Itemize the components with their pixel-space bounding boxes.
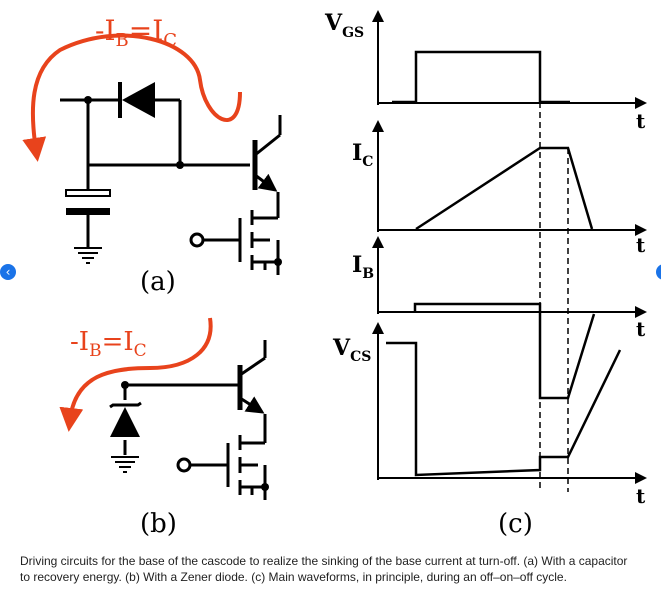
- node-a1: [84, 96, 92, 104]
- node-b2: [261, 483, 269, 491]
- cascode-figure: -IB=IC: [22, 10, 647, 539]
- diode-icon: [118, 82, 155, 118]
- signal-label-vgs: VGS: [324, 10, 364, 41]
- time-label-ic: t: [636, 233, 646, 257]
- ground-icon-b: [111, 456, 139, 473]
- bjt-transistor-icon-a: [252, 115, 282, 210]
- node-b1: [121, 381, 129, 389]
- node-a2: [176, 161, 184, 169]
- current-eq-a: -IB=IC: [95, 14, 177, 51]
- ground-icon-a: [74, 247, 102, 264]
- node-a3: [274, 258, 282, 266]
- prev-image-button[interactable]: ‹: [0, 264, 16, 280]
- current-eq-b: -IB=IC: [70, 327, 147, 361]
- wires-b: [123, 383, 240, 455]
- waveform-vcs: [386, 341, 622, 477]
- wires-a: [60, 98, 250, 248]
- label-b: (b): [140, 509, 177, 539]
- mosfet-icon-a: [189, 210, 280, 275]
- current-arrow-b: [59, 317, 213, 432]
- time-label-vgs: t: [636, 109, 646, 133]
- waveform-ib: [413, 302, 596, 400]
- circuit-a: -IB=IC: [22, 14, 282, 297]
- zener-diode-icon: [109, 401, 142, 437]
- signal-label-ib: IB: [352, 252, 374, 282]
- label-c: (c): [498, 509, 533, 539]
- current-arrow-a: [22, 33, 242, 162]
- figure-caption: Driving circuits for the base of the cas…: [20, 554, 628, 584]
- time-label-ib: t: [636, 317, 646, 341]
- chevron-left-icon: ‹: [5, 265, 11, 279]
- next-image-button[interactable]: [656, 264, 661, 280]
- time-label-vcs: t: [636, 484, 646, 508]
- waveforms-c: VGS t IC t IB t VCS t (c): [324, 10, 647, 539]
- label-a: (a): [140, 267, 176, 297]
- signal-label-vcs: VCS: [332, 335, 371, 365]
- bjt-transistor-icon-b: [237, 340, 267, 432]
- waveform-vgs: [392, 50, 570, 104]
- mosfet-icon-b: [176, 432, 267, 500]
- waveform-ic: [415, 146, 594, 231]
- signal-label-ic: IC: [352, 140, 373, 170]
- capacitor-icon: [65, 189, 111, 215]
- circuit-b: -IB=IC: [59, 317, 269, 539]
